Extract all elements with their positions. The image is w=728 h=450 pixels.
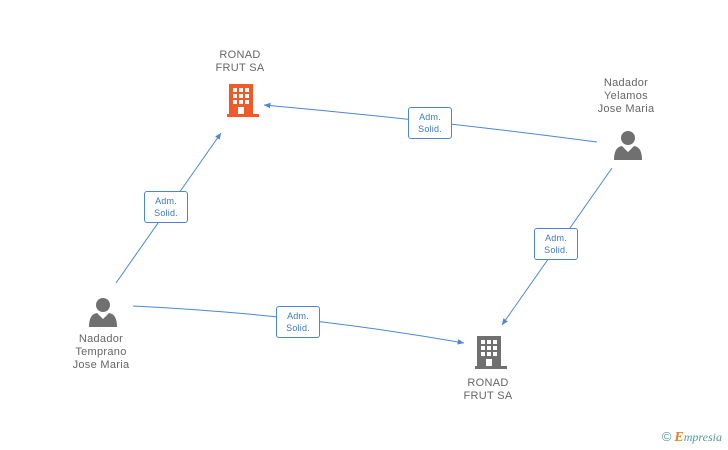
person-right-label[interactable]: Nadador Yelamos Jose Maria: [571, 77, 681, 116]
edge-label-left-top: Adm. Solid.: [144, 191, 188, 223]
building-icon[interactable]: [227, 84, 259, 117]
person-right-line3: Jose Maria: [597, 103, 655, 115]
edge-label-line1: Adm.: [287, 311, 309, 321]
person-right-line1: Nadador: [603, 77, 649, 89]
person-left-line1: Nadador: [78, 333, 124, 345]
edge-label-line1: Adm.: [155, 196, 177, 206]
company-top-label[interactable]: RONAD FRUT SA: [185, 49, 295, 75]
edge-label-right-top: Adm. Solid.: [408, 107, 452, 139]
company-top-line1: RONAD: [219, 49, 261, 61]
person-left-label[interactable]: Nadador Temprano Jose Maria: [46, 333, 156, 372]
company-top-line2: FRUT SA: [215, 62, 265, 74]
edge-label-line1: Adm.: [419, 112, 441, 122]
empresia-logo: © Empresia: [662, 429, 722, 446]
edge-label-right-bottom: Adm. Solid.: [534, 228, 578, 260]
person-right-line2: Yelamos: [604, 90, 648, 102]
brand-initial: E: [674, 430, 684, 445]
edge-label-line1: Adm.: [545, 233, 567, 243]
edge-label-line2: Solid.: [418, 124, 442, 134]
company-bottom-line1: RONAD: [467, 377, 509, 389]
edge-label-line2: Solid.: [286, 323, 310, 333]
copyright-symbol: ©: [661, 429, 672, 444]
person-left-line3: Jose Maria: [72, 359, 130, 371]
company-bottom-line2: FRUT SA: [463, 390, 513, 402]
edge-label-line2: Solid.: [544, 245, 568, 255]
edge-label-line2: Solid.: [154, 208, 178, 218]
person-icon[interactable]: [614, 131, 642, 160]
person-icon[interactable]: [89, 298, 117, 327]
building-icon[interactable]: [475, 336, 507, 369]
brand-name: mpresia: [683, 430, 722, 444]
person-left-line2: Temprano: [75, 346, 127, 358]
edge-label-left-bottom: Adm. Solid.: [276, 306, 320, 338]
company-bottom-label[interactable]: RONAD FRUT SA: [433, 377, 543, 403]
